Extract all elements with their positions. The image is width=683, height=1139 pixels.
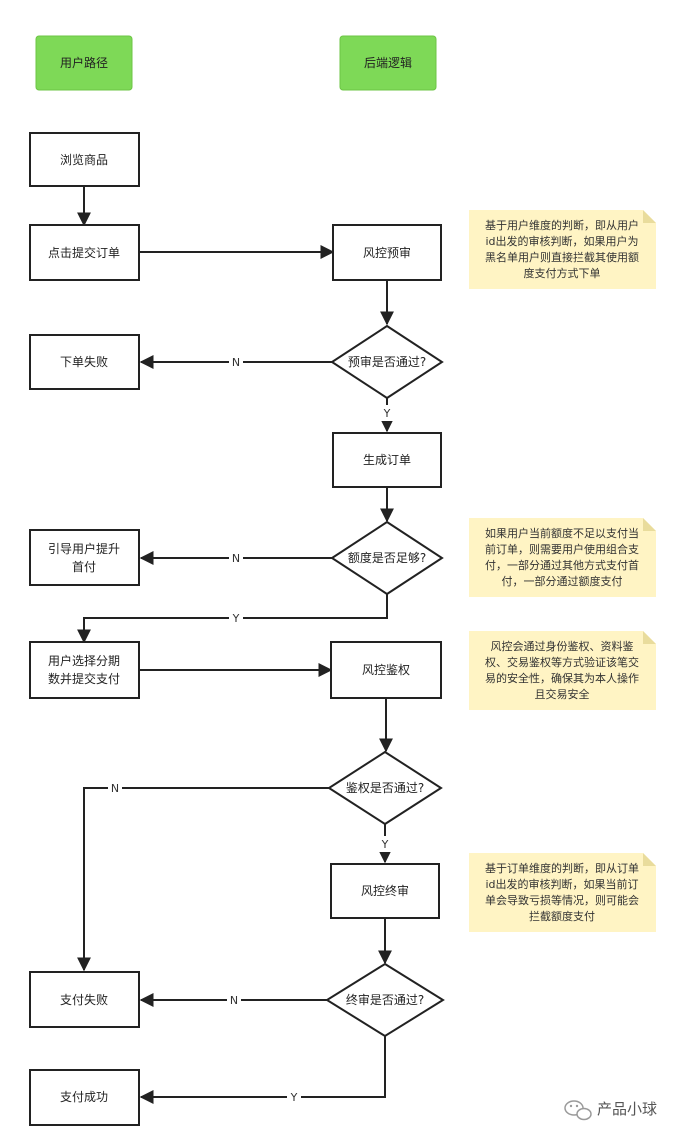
note-final-review-line-1: 基于订单维度的判断，即从订单 (485, 861, 639, 875)
edge-label-y1: Y (383, 407, 391, 420)
node-choose: 用户选择分期 数并提交支付 (29, 641, 140, 699)
note-pre-review-line-2: id出发的审核判断，如果用户为 (485, 234, 638, 248)
node-browse: 浏览商品 (29, 132, 140, 187)
node-final-review: 风控终审 (330, 863, 440, 919)
edge-label-n2: N (232, 552, 240, 565)
note-auth-line-3: 易的安全性，确保其为本人操作 (485, 671, 639, 685)
node-fail-order: 下单失败 (29, 334, 140, 390)
node-guide-label-1: 引导用户提升 (48, 541, 120, 556)
node-pre-review-label: 风控预审 (363, 245, 411, 260)
edge-label-n1: N (232, 356, 240, 369)
note-final-review-line-2: id出发的审核判断，如果当前订 (485, 877, 638, 891)
note-auth-line-1: 风控会通过身份鉴权、资料鉴 (491, 639, 634, 653)
note-final-review: 基于订单维度的判断，即从订单 id出发的审核判断，如果当前订 单会导致亏损等情况… (469, 853, 656, 932)
node-pay-fail-label: 支付失败 (60, 992, 108, 1007)
note-auth-line-2: 权、交易鉴权等方式验证该笔交 (485, 655, 639, 669)
note-credit-line-2: 前订单，则需要用户使用组合支 (485, 542, 639, 556)
header-user-path-label: 用户路径 (60, 55, 108, 70)
note-auth: 风控会通过身份鉴权、资料鉴 权、交易鉴权等方式验证该笔交 易的安全性，确保其为本… (469, 631, 656, 710)
wechat-icon (564, 1100, 592, 1121)
node-create-order: 生成订单 (332, 432, 442, 488)
node-pay-fail: 支付失败 (29, 971, 140, 1028)
note-credit-line-4: 付，一部分通过额度支付 (502, 574, 623, 588)
note-credit-line-3: 付，一部分通过其他方式支付首 (485, 558, 639, 572)
node-pre-review: 风控预审 (332, 224, 442, 281)
node-pay-success: 支付成功 (29, 1069, 140, 1126)
watermark-text: 产品小球 (597, 1100, 657, 1118)
header-backend: 后端逻辑 (339, 35, 437, 91)
node-auth: 风控鉴权 (330, 641, 442, 699)
node-submit-label: 点击提交订单 (48, 245, 120, 260)
decision-pre-pass-label: 预审是否通过? (348, 354, 426, 369)
note-pre-review-line-4: 度支付方式下单 (524, 266, 601, 280)
node-fail-order-label: 下单失败 (60, 354, 108, 369)
decision-final-pass-label: 终审是否通过? (346, 992, 424, 1007)
note-pre-review-line-1: 基于用户维度的判断，即从用户 (485, 218, 639, 232)
note-final-review-line-4: 拦截额度支付 (529, 909, 595, 923)
decision-auth-pass-label: 鉴权是否通过? (346, 781, 424, 795)
node-pay-success-label: 支付成功 (60, 1090, 108, 1104)
note-credit: 如果用户当前额度不足以支付当 前订单，则需要用户使用组合支 付，一部分通过其他方… (469, 518, 656, 597)
node-guide-label-2: 首付 (72, 560, 96, 574)
node-browse-label: 浏览商品 (60, 152, 108, 167)
note-auth-line-4: 且交易安全 (535, 687, 590, 701)
edge-labels: N Y N Y N Y N Y (108, 354, 394, 1105)
header-backend-label: 后端逻辑 (364, 56, 412, 70)
node-final-review-label: 风控终审 (361, 883, 409, 898)
node-choose-label-1: 用户选择分期 (48, 653, 120, 668)
edge-label-y3: Y (381, 838, 389, 851)
edge-label-y2: Y (232, 612, 240, 625)
edge-finalpass-success (139, 1036, 386, 1104)
decision-credit-ok-label: 额度是否足够? (348, 550, 426, 565)
node-submit: 点击提交订单 (29, 224, 140, 281)
header-user-path: 用户路径 (35, 35, 133, 91)
note-pre-review: 基于用户维度的判断，即从用户 id出发的审核判断，如果用户为 黑名单用户则直接拦… (469, 210, 656, 289)
edge-label-n4: N (230, 994, 238, 1007)
note-final-review-line-3: 单会导致亏损等情况，则可能会 (485, 893, 639, 907)
decision-final-pass: 终审是否通过? (325, 962, 445, 1038)
node-create-order-label: 生成订单 (363, 453, 411, 467)
decision-pre-pass: 预审是否通过? (330, 324, 444, 400)
note-pre-review-line-3: 黑名单用户则直接拦截其使用额 (485, 250, 639, 264)
node-guide: 引导用户提升 首付 (29, 529, 140, 586)
decision-credit-ok: 额度是否足够? (330, 520, 444, 596)
decision-auth-pass: 鉴权是否通过? (327, 750, 443, 826)
edge-label-n3: N (111, 782, 119, 795)
watermark: 产品小球 (564, 1100, 657, 1121)
note-credit-line-1: 如果用户当前额度不足以支付当 (485, 526, 639, 540)
node-auth-label: 风控鉴权 (362, 663, 410, 677)
edge-authpass-payfail (77, 787, 329, 972)
edge-label-y4: Y (290, 1091, 298, 1104)
node-choose-label-2: 数并提交支付 (48, 671, 120, 686)
